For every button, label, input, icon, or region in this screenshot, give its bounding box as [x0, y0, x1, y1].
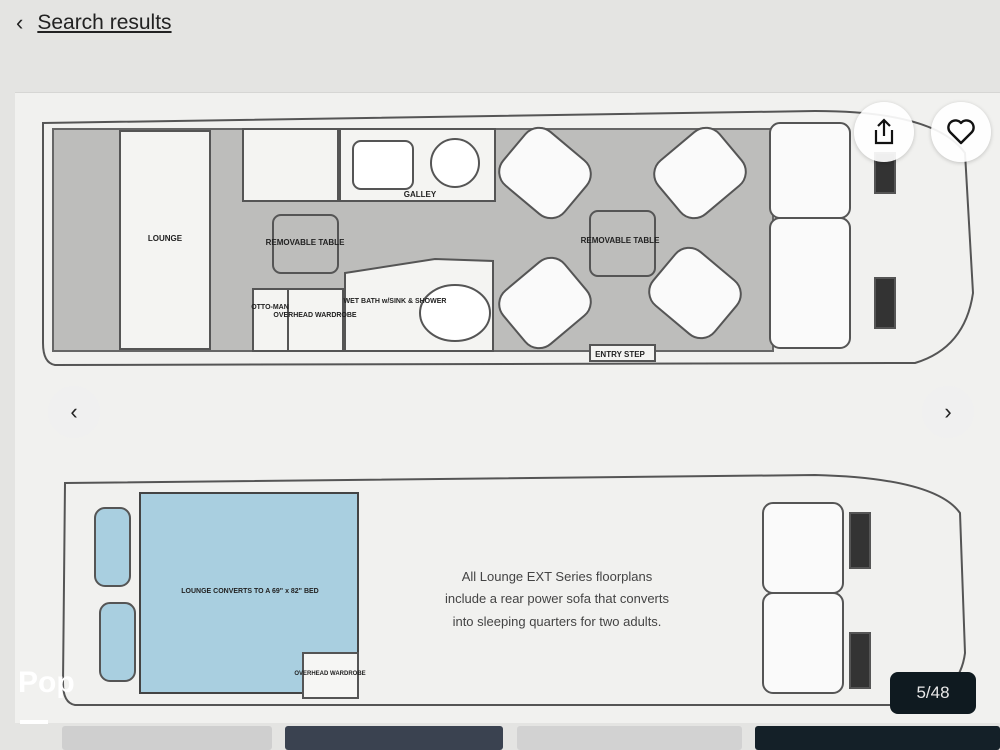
thumbnail-photo-2[interactable]: [285, 726, 503, 750]
overhead-wardrobe-2: [302, 652, 359, 699]
label-galley: GALLEY: [404, 190, 437, 199]
caption-line-2: include a rear power sofa that converts: [445, 591, 670, 606]
removable-table-2: [589, 210, 656, 277]
back-link-label: Search results: [37, 11, 172, 34]
cabinet: [242, 128, 339, 202]
label-overhead-wardrobe-1: OVERHEAD WARDROBE: [273, 312, 357, 319]
label-ottoman: OTTO-MAN: [251, 304, 289, 311]
passenger-seat: [769, 217, 851, 349]
label-removable-table-1: REMOVABLE TABLE: [266, 238, 345, 247]
label-lounge: LOUNGE: [148, 234, 183, 243]
logo-underline: [20, 720, 48, 724]
rear-window-1: [94, 507, 131, 587]
label-wet-bath: WET BATH w/SINK & SHOWER: [344, 298, 447, 305]
caption-line-3: into sleeping quarters for two adults.: [453, 614, 662, 629]
share-button[interactable]: [854, 102, 914, 162]
removable-table-1: [272, 214, 339, 274]
thumbnail-floorplan-3[interactable]: [517, 726, 742, 750]
entry-step: [589, 344, 656, 362]
caption-line-1: All Lounge EXT Series floorplans: [462, 569, 653, 584]
ottoman: [252, 288, 289, 352]
heart-icon: [947, 119, 975, 145]
thumbnail-floorplan-1[interactable]: [62, 726, 272, 750]
photo-counter: 5/48: [890, 672, 976, 714]
lower-van-outline: [61, 473, 967, 706]
next-photo-button[interactable]: ›: [922, 386, 974, 438]
previous-photo-button[interactable]: ‹: [48, 386, 100, 438]
thumbnail-photo-4[interactable]: [755, 726, 1000, 750]
seat-2: [498, 256, 592, 350]
seat-4: [648, 246, 742, 340]
chevron-left-icon: ‹: [16, 10, 24, 35]
label-overhead-wardrobe-2: OVERHEAD WARDROBE: [294, 671, 365, 677]
seat-3: [653, 126, 747, 220]
overhead-wardrobe-1: [287, 288, 344, 352]
share-icon: [874, 118, 894, 145]
label-removable-table-2: REMOVABLE TABLE: [581, 236, 660, 245]
back-to-search-results-link[interactable]: ‹ Search results: [16, 10, 172, 36]
rear-window-2: [99, 602, 136, 682]
favorite-button[interactable]: [931, 102, 991, 162]
chevron-right-icon: ›: [944, 399, 952, 424]
chevron-left-icon: ‹: [70, 399, 78, 424]
floorplan-image: LOUNGE REMOVABLE TABLE GALLEY OTTO-MAN O…: [42, 109, 975, 706]
label-lounge-converts: LOUNGE CONVERTS TO A 69" x 82" BED: [181, 588, 318, 595]
lounge-sofa: [119, 130, 211, 350]
seat-1: [498, 126, 592, 220]
pop-logo: Pop: [18, 666, 75, 699]
driver-seat: [769, 122, 851, 219]
label-entry-step: ENTRY STEP: [595, 350, 645, 359]
photo-gallery[interactable]: LOUNGE REMOVABLE TABLE GALLEY OTTO-MAN O…: [15, 92, 1000, 723]
